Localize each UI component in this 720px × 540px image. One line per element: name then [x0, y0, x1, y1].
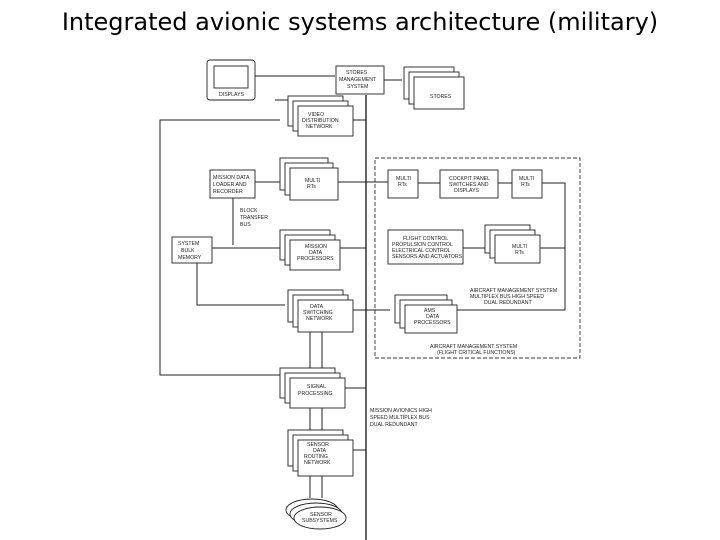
svg-text:MISSION AVIONICS HIGH: MISSION AVIONICS HIGH [370, 408, 432, 414]
mission-bus-label: MISSION AVIONICS HIGH SPEED MULTIPLEX BU… [370, 408, 432, 428]
displays-monitor: DISPLAYS [206, 59, 256, 101]
svg-text:AIRCRAFT MANAGEMENT SYSTEM: AIRCRAFT MANAGEMENT SYSTEM [430, 344, 517, 350]
svg-text:DATA: DATA [310, 304, 324, 310]
ams-region-label: AIRCRAFT MANAGEMENT SYSTEM (FLIGHT CRITI… [430, 344, 517, 356]
ams-data-processors-box: AMS DATA PROCESSORS [394, 294, 458, 334]
svg-text:DISPLAYS: DISPLAYS [454, 188, 480, 194]
svg-text:NETWORK: NETWORK [306, 124, 333, 130]
svg-text:RECORDER: RECORDER [213, 189, 243, 195]
flight-control-box: FLIGHT CONTROL PROPULSION CONTROL ELECTR… [387, 229, 464, 265]
svg-text:STORES: STORES [346, 70, 368, 76]
video-distribution-box: VIDEO DISTRIBUTION NETWORK [287, 95, 354, 137]
svg-text:RTs: RTs [521, 182, 530, 188]
stores-management-box: STORES MANAGEMENT SYSTEM [335, 65, 385, 95]
svg-text:TRANSFER: TRANSFER [240, 215, 268, 221]
svg-text:SENSOR: SENSOR [310, 512, 332, 518]
cockpit-panel-box: COCKPIT PANEL SWITCHES AND DISPLAYS [439, 169, 499, 199]
ams-region-border [374, 157, 581, 359]
svg-text:MULTIPLEX BUS HIGH SPEED: MULTIPLEX BUS HIGH SPEED [470, 294, 544, 300]
svg-text:MISSION DATA: MISSION DATA [213, 175, 250, 181]
svg-text:PROPULSION CONTROL: PROPULSION CONTROL [392, 242, 453, 248]
svg-text:VIDEO: VIDEO [308, 112, 324, 118]
svg-text:RTs: RTs [307, 184, 316, 190]
svg-text:ELECTRICAL CONTROL: ELECTRICAL CONTROL [392, 248, 451, 254]
multi-rts-ams-left-box: MULTI RTs [387, 169, 419, 199]
svg-text:PROCESSORS: PROCESSORS [297, 256, 334, 262]
svg-text:DATA: DATA [309, 250, 323, 256]
svg-text:MISSION: MISSION [305, 244, 327, 250]
svg-text:PROCESSORS: PROCESSORS [414, 320, 451, 326]
svg-text:NETWORK: NETWORK [306, 316, 333, 322]
svg-text:MULTI: MULTI [396, 176, 411, 182]
svg-text:SWITCHES AND: SWITCHES AND [449, 182, 489, 188]
sensor-routing-network-box: SENSOR DATA ROUTING NETWORK [287, 429, 354, 477]
left-loop-line [159, 119, 286, 376]
svg-text:SUBSYSTEMS: SUBSYSTEMS [302, 518, 338, 524]
stores-box: STORES [403, 66, 465, 110]
svg-text:COCKPIT PANEL: COCKPIT PANEL [449, 176, 490, 182]
mission-data-processors-box: MISSION DATA PROCESSORS [279, 229, 341, 271]
data-switching-network-box: DATA SWITCHING NETWORK [287, 289, 354, 333]
svg-text:NETWORK: NETWORK [304, 460, 331, 466]
ams-bus-label: AIRCRAFT MANAGEMENT SYSTEM MULTIPLEX BUS… [470, 288, 557, 306]
svg-text:AIRCRAFT MANAGEMENT SYSTEM: AIRCRAFT MANAGEMENT SYSTEM [470, 288, 557, 294]
svg-text:RTs: RTs [398, 182, 407, 188]
multi-rts-left-box: MULTI RTs [279, 157, 339, 201]
svg-text:MULTI: MULTI [305, 178, 320, 184]
svg-text:SIGNAL: SIGNAL [307, 384, 326, 390]
svg-text:DUAL REDUNDANT: DUAL REDUNDANT [370, 422, 418, 428]
svg-text:SWITCHING: SWITCHING [303, 310, 333, 316]
svg-text:MULTI: MULTI [512, 244, 527, 250]
svg-text:SENSORS AND ACTUATORS: SENSORS AND ACTUATORS [392, 254, 463, 260]
svg-text:SYSTEM: SYSTEM [178, 241, 199, 247]
svg-text:BULK: BULK [181, 248, 195, 254]
svg-text:DISTRIBUTION: DISTRIBUTION [302, 118, 339, 124]
svg-text:ROUTING: ROUTING [304, 454, 328, 460]
svg-text:RTs: RTs [515, 250, 524, 256]
svg-text:SENSOR: SENSOR [307, 442, 329, 448]
svg-text:STORES: STORES [430, 94, 452, 100]
svg-text:MANAGEMENT: MANAGEMENT [339, 77, 377, 83]
svg-text:BUS: BUS [240, 222, 251, 228]
svg-text:(FLIGHT CRITICAL FUNCTIONS): (FLIGHT CRITICAL FUNCTIONS) [437, 350, 516, 356]
block-transfer-label: BLOCK TRANSFER BUS [240, 208, 268, 228]
multi-rts-ams-stack-box: MULTI RTs [484, 224, 541, 264]
mission-data-loader-box: MISSION DATA LOADER AND RECORDER [209, 169, 256, 199]
displays-label: DISPLAYS [219, 92, 245, 98]
svg-text:MULTI: MULTI [519, 176, 534, 182]
svg-text:FLIGHT CONTROL: FLIGHT CONTROL [403, 236, 448, 242]
svg-text:LOADER AND: LOADER AND [213, 182, 247, 188]
page-title: Integrated avionic systems architecture … [61, 8, 659, 36]
multi-rts-ams-right-box: MULTI RTs [511, 169, 543, 199]
system-bulk-memory-box: SYSTEM BULK MEMORY [171, 236, 213, 264]
sensor-subsystems-ellipse: SENSOR SUBSYSTEMS [285, 498, 347, 530]
signal-processing-box: SIGNAL PROCESSING [279, 367, 346, 409]
svg-text:MEMORY: MEMORY [178, 255, 202, 261]
svg-text:DUAL REDUNDANT: DUAL REDUNDANT [484, 300, 532, 306]
svg-text:SYSTEM: SYSTEM [347, 84, 368, 90]
svg-text:DATA: DATA [426, 314, 440, 320]
svg-text:DATA: DATA [313, 448, 327, 454]
svg-text:PROCESSING: PROCESSING [298, 391, 333, 397]
svg-text:SPEED MULTIPLEX BUS: SPEED MULTIPLEX BUS [370, 415, 430, 421]
svg-text:AMS: AMS [424, 308, 436, 314]
svg-text:BLOCK: BLOCK [240, 208, 258, 214]
